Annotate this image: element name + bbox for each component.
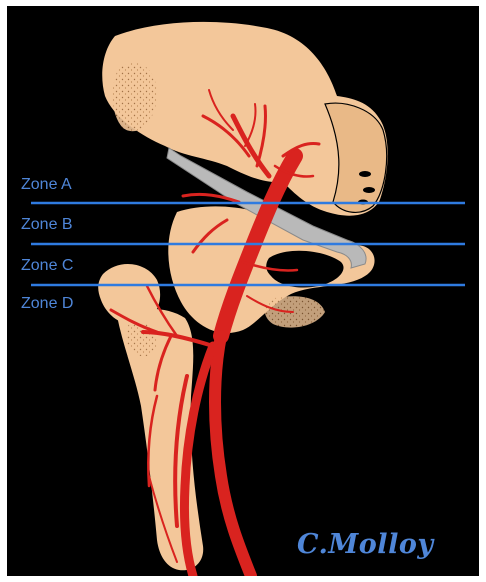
author-signature: C.Molloy: [297, 529, 434, 560]
pubis-shading: [265, 296, 325, 327]
sacral-foramen-2: [363, 187, 375, 193]
zone-b-label: Zone B: [21, 216, 73, 234]
pelvis-artery-illustration: [7, 6, 479, 576]
zone-a-label: Zone A: [21, 176, 72, 194]
zone-c-label: Zone C: [21, 257, 73, 275]
diagram-frame: Zone A Zone B Zone C Zone D C.Molloy: [7, 6, 479, 576]
sacral-foramen-1: [359, 171, 371, 177]
artery-network: [111, 90, 319, 576]
zone-d-label: Zone D: [21, 295, 73, 313]
common-femoral-artery: [215, 336, 251, 576]
